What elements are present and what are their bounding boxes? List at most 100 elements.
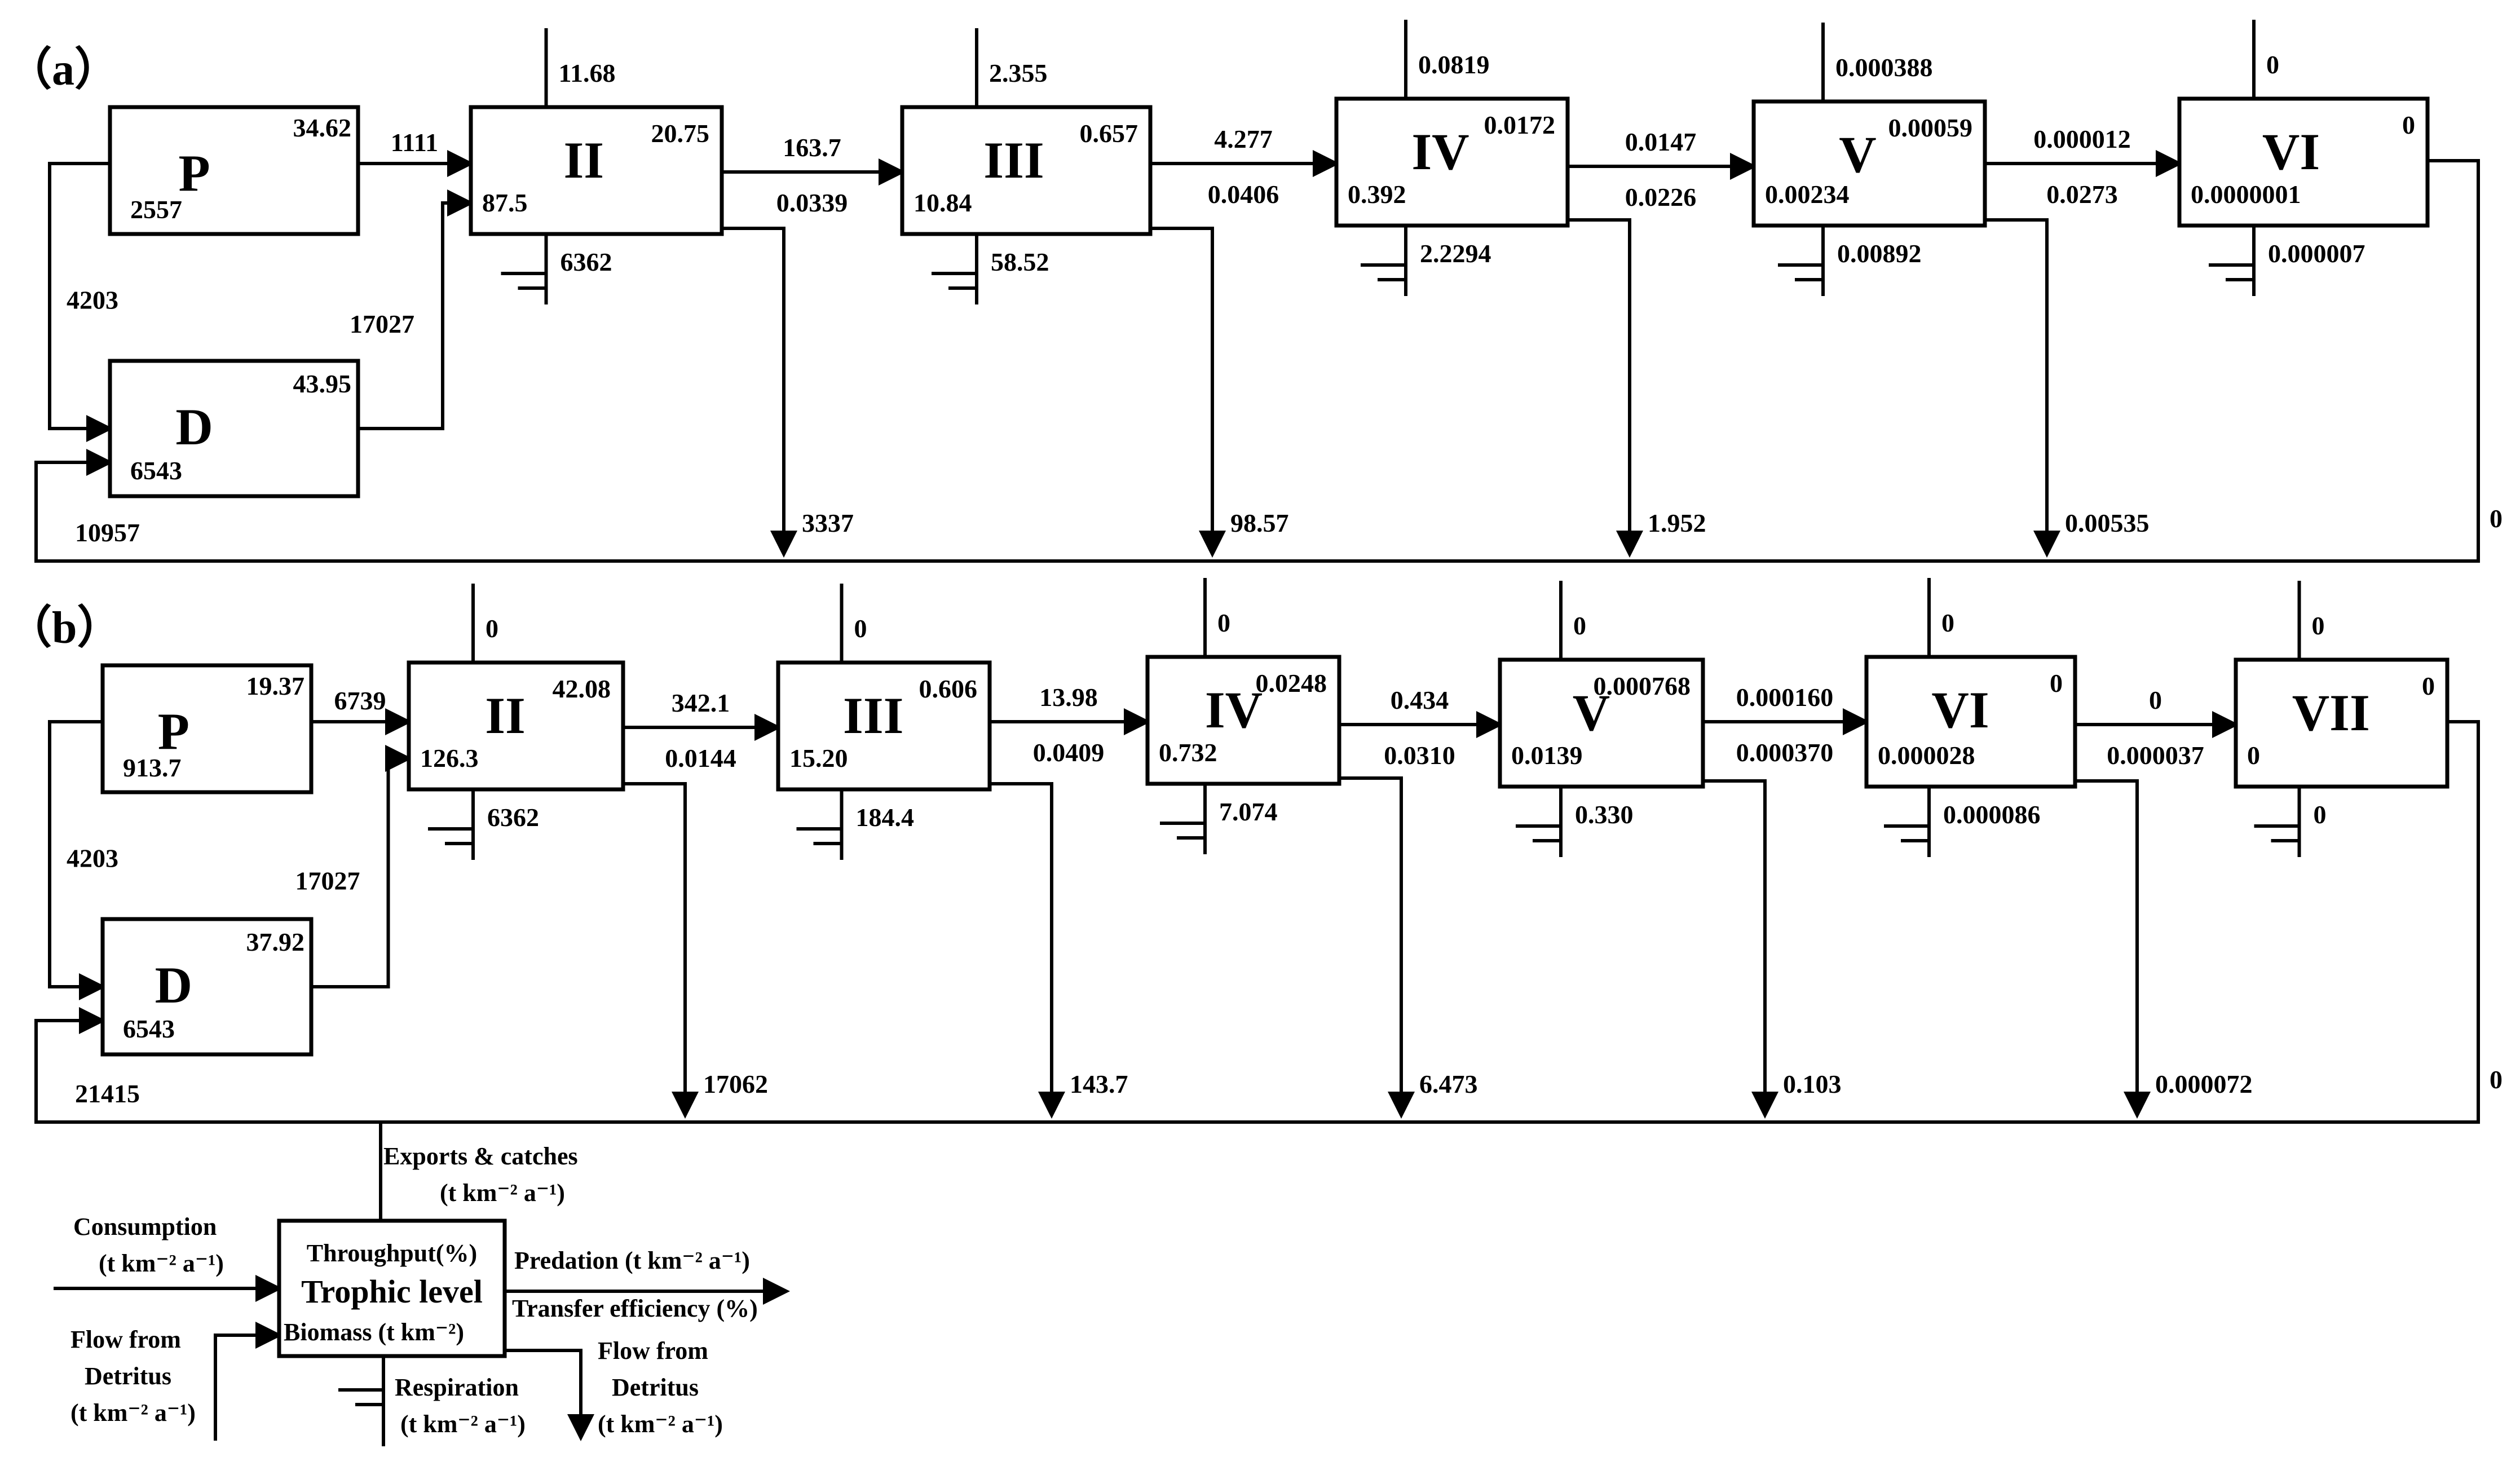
level-iii-throughput: 0.657: [1080, 119, 1138, 148]
box-layer: [100, 96, 2450, 1358]
flow-return-to-detritus: [34, 159, 2480, 563]
flow-producer-to-detritus-value: 4203: [67, 844, 118, 873]
level-vi-name: VI: [2262, 123, 2320, 180]
producer-biomass: 2557: [130, 195, 182, 224]
legend-flow-detritus-right-line3: (t km⁻² a⁻¹): [598, 1410, 723, 1438]
legend-exports-line1: Exports & catches: [383, 1142, 578, 1170]
level-vi-detritus-flow: [2075, 779, 2151, 1119]
legend-exports-line2: (t km⁻² a⁻¹): [440, 1179, 565, 1207]
detritus-name: D: [155, 956, 192, 1014]
producer-name: P: [158, 703, 189, 760]
level-ii-detritus-flow: [722, 227, 797, 558]
flow-detritus-to-level-ii-value: 17027: [295, 867, 360, 895]
detritus-biomass: 6543: [123, 1014, 175, 1043]
level-vi-export-value: 0: [2266, 50, 2279, 79]
level-vi-predation-value: 0: [2149, 686, 2162, 714]
connector-layer: [34, 20, 2480, 1446]
level-iii-predation-value: 13.98: [1039, 683, 1098, 712]
legend-respiration-line1: Respiration: [395, 1374, 519, 1401]
flow-return-to-detritus: [34, 720, 2480, 1124]
level-iii-box: [776, 660, 992, 792]
level-ii-box: [407, 660, 625, 792]
producer-throughput: 34.62: [293, 113, 352, 142]
level-iv-biomass: 0.392: [1348, 180, 1406, 209]
level-iii-detritus-value: 98.57: [1230, 509, 1289, 537]
legend-box: [277, 1218, 507, 1358]
legend-consumption-line1: Consumption: [73, 1213, 217, 1240]
legend-throughput: Throughput(%): [307, 1239, 477, 1267]
level-iii-detritus-flow: [1150, 227, 1226, 558]
level-v-box: [1751, 99, 1987, 228]
level-ii-transfer-efficiency-value: 0.0339: [776, 188, 848, 217]
legend-predation: Predation (t km⁻² a⁻¹): [514, 1247, 750, 1274]
level-v-export-value: 0: [1573, 611, 1586, 640]
level-iii-name: III: [983, 131, 1044, 189]
producer-box: [108, 105, 360, 236]
level-ii-respiration-value: 6362: [561, 248, 612, 276]
flow-detritus-to-level-ii-value: 17027: [350, 310, 414, 338]
detritus-name: D: [175, 398, 213, 456]
level-vii-box: [2234, 657, 2450, 789]
level-iv-box: [1145, 655, 1341, 786]
legend-flow-detritus-left-line3: (t km⁻² a⁻¹): [70, 1399, 196, 1427]
flow-return-to-detritus-value: 10957: [75, 518, 140, 547]
producer-biomass: 913.7: [123, 753, 182, 782]
level-vi-biomass: 0.000028: [1878, 741, 1975, 770]
flow-last-level-detritus-value: 0: [2490, 504, 2503, 533]
level-iv-export-value: 0.0819: [1418, 50, 1490, 79]
level-iii-name: III: [843, 687, 903, 744]
level-iii-respiration-value: 184.4: [856, 803, 915, 832]
level-iv-box: [1334, 96, 1570, 228]
detritus-throughput: 37.92: [246, 928, 305, 956]
level-vii-biomass: 0: [2247, 741, 2260, 770]
level-iii-detritus-flow: [990, 782, 1065, 1119]
level-v-respiration-value: 0.330: [1575, 800, 1634, 829]
level-iii-throughput: 0.606: [919, 674, 978, 703]
level-ii-export-value: 0: [486, 614, 498, 643]
level-iv-detritus-value: 6.473: [1419, 1070, 1478, 1098]
level-vi-throughput: 0: [2402, 111, 2415, 139]
level-vi-detritus-value: 0.000072: [2155, 1070, 2253, 1098]
level-iii-biomass: 15.20: [789, 744, 848, 772]
level-v-detritus-value: 0.00535: [2065, 509, 2150, 537]
flow-producer-to-detritus: [48, 162, 113, 442]
level-v-detritus-flow: [1985, 218, 2060, 558]
level-v-predation-value: 0.000012: [2033, 125, 2131, 153]
level-ii-name: II: [485, 687, 526, 744]
level-vi-biomass: 0.0000001: [2191, 180, 2301, 209]
level-v-name: V: [1573, 684, 1610, 741]
level-v-detritus-value: 0.103: [1783, 1070, 1842, 1098]
level-iv-detritus-value: 1.952: [1648, 509, 1706, 537]
level-iv-name: IV: [1411, 123, 1469, 180]
legend-consumption-line2: (t km⁻² a⁻¹): [99, 1250, 224, 1277]
legend-transfer-efficiency: Transfer efficiency (%): [512, 1295, 758, 1322]
legend-flow-detritus-left-line1: Flow from: [70, 1326, 181, 1353]
legend-biomass: Biomass (t km⁻²): [284, 1318, 464, 1346]
legend-flow-detritus-right-line2: Detritus: [612, 1374, 699, 1401]
flow-detritus-to-level-ii: [358, 189, 474, 430]
level-iii-export-value: 2.355: [989, 59, 1048, 87]
flow-return-to-detritus-value: 21415: [75, 1079, 140, 1108]
level-ii-predation-value: 163.7: [783, 133, 841, 162]
level-v-predation-value: 0.000160: [1736, 683, 1834, 712]
level-ii-predation-value: 342.1: [672, 688, 730, 717]
flow-producer-to-level-ii-value: 6739: [334, 686, 386, 715]
level-vii-export-value: 0: [2312, 611, 2325, 640]
level-iv-throughput: 0.0248: [1256, 669, 1327, 697]
detritus-box: [108, 359, 360, 498]
level-ii-detritus-value: 17062: [703, 1070, 768, 1098]
flow-producer-to-level-ii-value: 1111: [391, 128, 438, 157]
level-v-name: V: [1839, 126, 1876, 183]
level-v-biomass: 0.0139: [1511, 741, 1583, 770]
level-v-transfer-efficiency-value: 0.000370: [1736, 738, 1834, 767]
level-vi-name: VI: [1931, 681, 1989, 739]
level-iv-respiration-value: 2.2294: [1420, 239, 1491, 268]
level-ii-throughput: 20.75: [651, 119, 710, 148]
level-ii-name: II: [563, 131, 604, 189]
flow-producer-to-detritus-value: 4203: [67, 286, 118, 315]
level-iv-transfer-efficiency-value: 0.0310: [1384, 741, 1455, 770]
legend-flow-detritus-left-line2: Detritus: [85, 1362, 171, 1390]
level-iv-biomass: 0.732: [1159, 738, 1217, 767]
level-iii-biomass: 10.84: [913, 188, 972, 217]
